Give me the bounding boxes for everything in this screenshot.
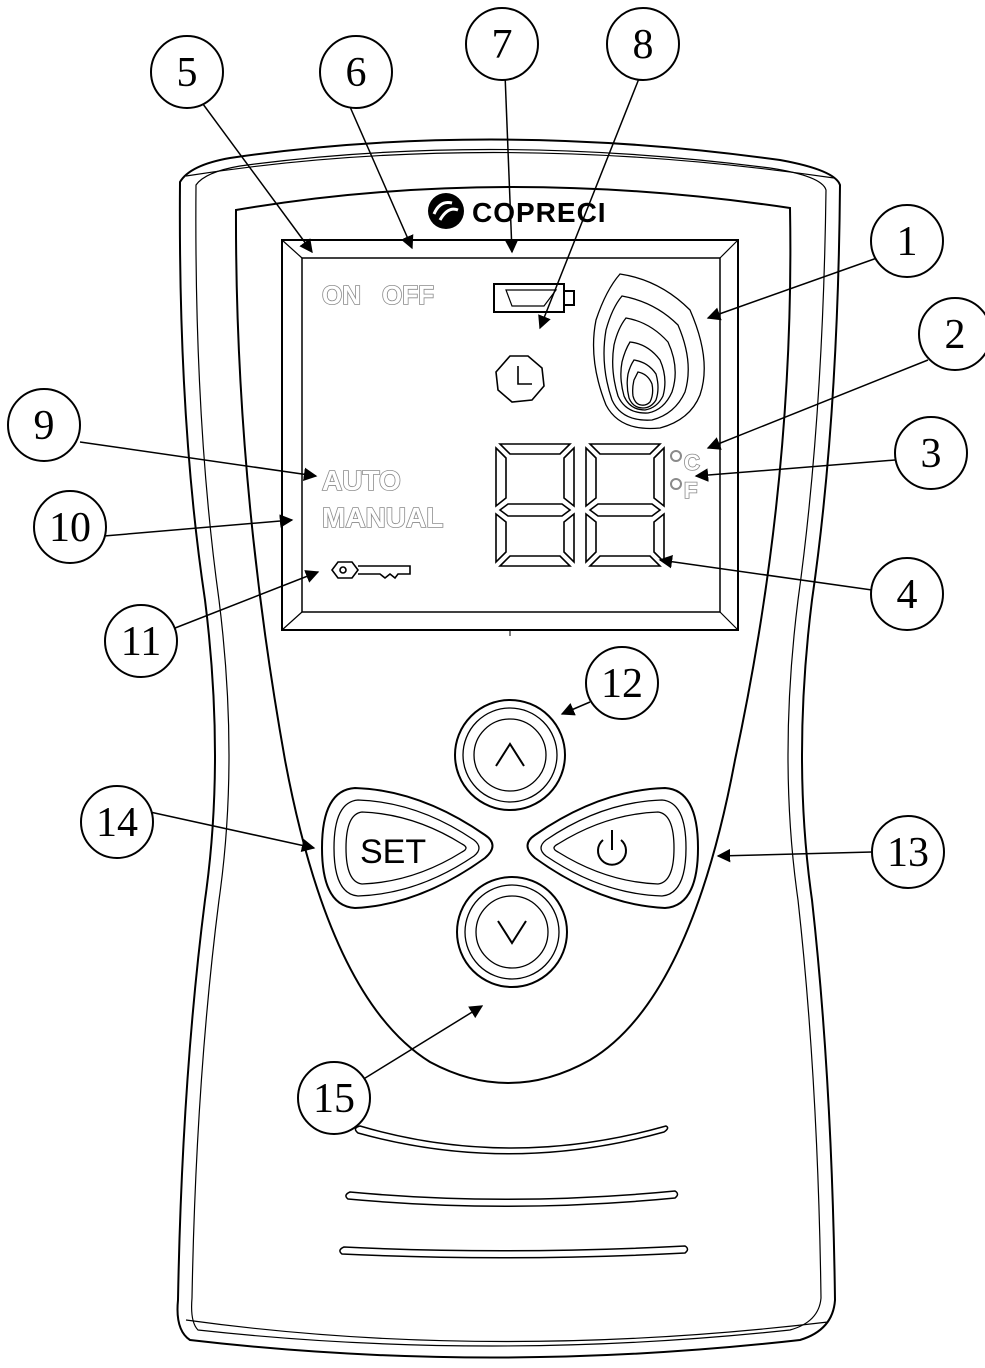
callout-14: 14	[80, 785, 154, 859]
battery-icon	[493, 283, 575, 313]
flame-icon	[592, 273, 705, 430]
callout-13: 13	[871, 815, 945, 889]
celsius-label: C	[684, 450, 700, 475]
digit-ones	[585, 443, 665, 567]
speaker-grille	[339, 1125, 689, 1259]
callout-label: 12	[601, 661, 643, 707]
callout-label: 6	[346, 50, 367, 96]
callout-2: 2	[918, 297, 985, 371]
callout-1: 1	[870, 204, 944, 278]
callout-15: 15	[297, 1061, 371, 1135]
auto-label: AUTO	[322, 465, 401, 496]
callout-label: 4	[897, 572, 918, 618]
callout-8: 8	[606, 7, 680, 81]
callout-label: 8	[633, 22, 654, 68]
down-button[interactable]	[456, 876, 568, 988]
seven-segment-display	[495, 443, 665, 567]
callout-10: 10	[33, 490, 107, 564]
callout-label: 5	[177, 50, 198, 96]
lcd-screen: ON OFF AUTO MANUAL	[281, 239, 739, 636]
brand-name: COPRECI	[472, 197, 607, 228]
callout-12: 12	[585, 646, 659, 720]
callout-3: 3	[894, 416, 968, 490]
on-label: ON	[322, 280, 361, 310]
digit-tens	[495, 443, 575, 567]
manual-label: MANUAL	[322, 502, 443, 533]
fahrenheit-label: F	[684, 478, 697, 503]
off-label: OFF	[382, 280, 434, 310]
callout-label: 11	[121, 619, 161, 665]
callout-label: 10	[49, 505, 91, 551]
device-body	[176, 138, 842, 1359]
callout-11: 11	[104, 604, 178, 678]
callout-6: 6	[319, 35, 393, 109]
callout-label: 14	[96, 800, 138, 846]
callout-5: 5	[150, 35, 224, 109]
key-icon	[331, 561, 411, 580]
callout-label: 13	[887, 830, 929, 876]
set-button[interactable]: SET	[320, 786, 494, 910]
callout-4: 4	[870, 557, 944, 631]
up-button[interactable]	[454, 699, 566, 811]
callout-leaders	[79, 73, 929, 1081]
set-label: SET	[360, 833, 426, 871]
callout-label: 9	[34, 403, 55, 449]
fahrenheit-unit: F	[670, 477, 698, 504]
callout-label: 7	[492, 22, 513, 68]
up-arrow-icon	[495, 742, 525, 767]
callout-label: 15	[313, 1076, 355, 1122]
callout-label: 1	[897, 219, 918, 265]
clock-icon	[495, 355, 545, 403]
callout-7: 7	[465, 7, 539, 81]
callout-label: 2	[945, 312, 966, 358]
power-icon	[597, 830, 627, 866]
brand-logo: COPRECI	[428, 193, 607, 229]
celsius-unit: C	[670, 449, 701, 476]
callout-9: 9	[7, 388, 81, 462]
callout-label: 3	[921, 431, 942, 477]
down-arrow-icon	[497, 920, 527, 945]
power-button[interactable]	[526, 786, 700, 910]
